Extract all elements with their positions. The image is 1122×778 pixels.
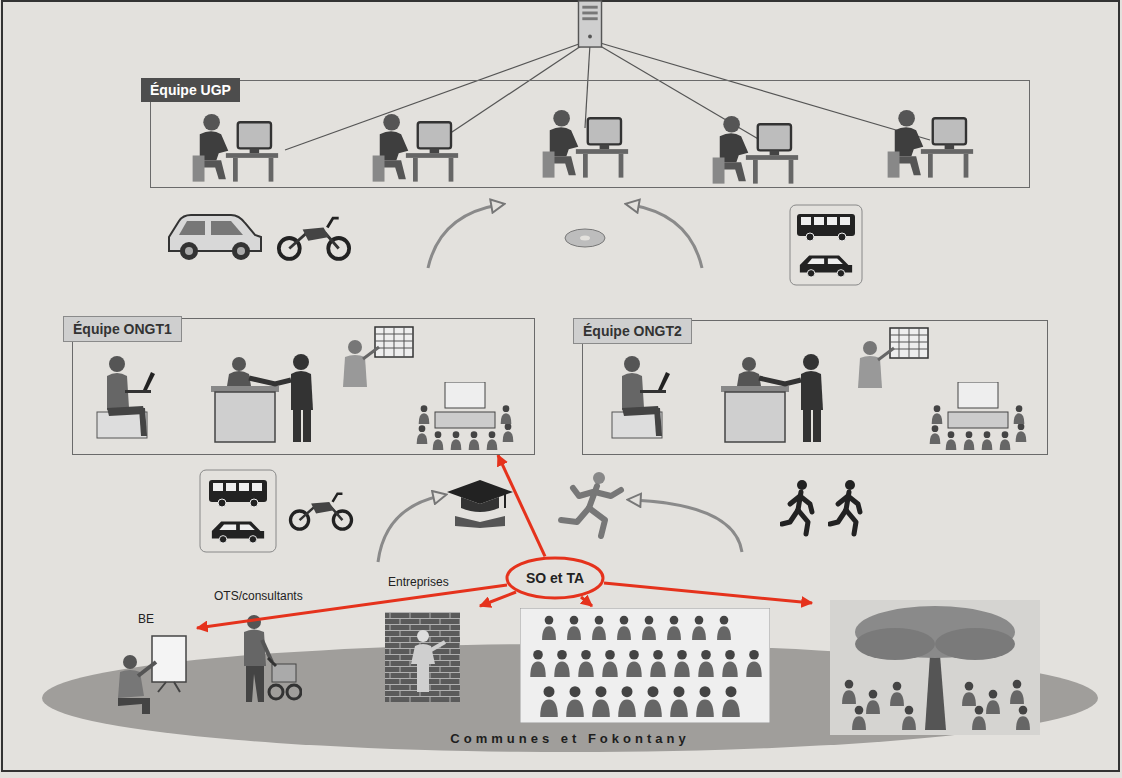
computer-worker <box>888 110 974 178</box>
curved-arrow <box>428 205 498 268</box>
curved-arrow <box>378 496 440 562</box>
running-person <box>561 472 621 536</box>
team-heading: Équipe UGP <box>141 78 240 102</box>
pointer-arrow <box>498 455 545 556</box>
actor-label: OTS/consultants <box>212 589 305 603</box>
walking-person <box>782 480 812 534</box>
cd-icon <box>565 229 605 247</box>
team-box: Équipe ONGT2 <box>582 320 1048 455</box>
graduation-icon <box>447 480 513 528</box>
computer-worker <box>713 116 799 184</box>
callout-text: SO et TA <box>526 570 584 586</box>
band-title: Communes et Fokontany <box>450 731 689 746</box>
curved-arrow <box>632 205 702 268</box>
team-box: Équipe UGP <box>150 80 1030 188</box>
network-lines <box>285 40 930 150</box>
walking-person <box>830 480 860 534</box>
computer-worker <box>543 110 629 178</box>
person-laptop <box>97 356 155 438</box>
design-office-figure <box>118 636 186 714</box>
brick-wall-figure <box>385 612 460 702</box>
team-box: Équipe ONGT1 <box>72 318 535 455</box>
vehicle-icon-box <box>200 470 276 552</box>
motorcycle-icon <box>279 218 349 259</box>
consultant-figure <box>244 615 301 702</box>
planning-board <box>343 327 413 387</box>
curved-arrow <box>634 500 742 552</box>
ground-band: Communes et Fokontany <box>40 642 1100 754</box>
desk-handshake <box>721 354 823 442</box>
actor-label: Entreprises <box>386 575 451 589</box>
callout-circle: SO et TA <box>505 556 605 600</box>
person-laptop <box>612 356 670 438</box>
computer-worker <box>373 114 459 182</box>
motorcycle-icon <box>290 494 351 529</box>
meeting-table <box>417 382 514 450</box>
car-icon <box>169 215 261 260</box>
red-pointer-arrows <box>197 583 812 628</box>
village-meeting-figure <box>830 600 1040 735</box>
actor-label: BE <box>136 612 156 626</box>
team-heading: Équipe ONGT2 <box>573 318 692 344</box>
team-heading: Équipe ONGT1 <box>63 316 182 342</box>
desk-handshake <box>211 354 313 442</box>
vehicle-icon-box <box>790 205 862 285</box>
computer-worker <box>193 114 279 182</box>
meeting-table <box>930 382 1027 450</box>
assembly-figure <box>520 608 770 723</box>
planning-board <box>858 328 928 388</box>
server-icon <box>578 1 601 47</box>
